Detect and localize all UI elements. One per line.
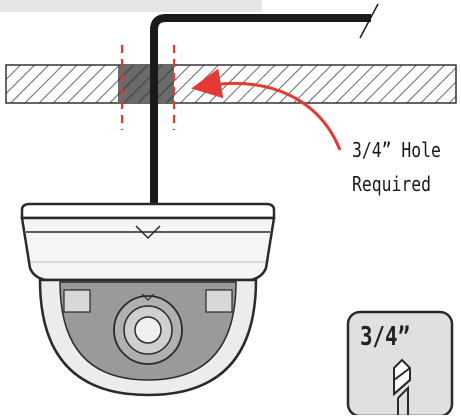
- drill-size-label: 3/4”: [360, 322, 411, 352]
- callout-arrow: [191, 68, 342, 151]
- cable-break-mark: [359, 3, 379, 39]
- cable-icon: [150, 14, 371, 240]
- hole-size-callout-line1: 3/4” Hole: [352, 138, 441, 162]
- dome-camera-icon: [20, 202, 276, 397]
- header-bar: [0, 0, 262, 12]
- drill-bit-icon: [393, 358, 411, 415]
- hole-guides: [120, 45, 176, 130]
- drilled-hole-area: [118, 65, 174, 103]
- hole-size-callout-line2: Required: [352, 172, 431, 196]
- ceiling-slab: [5, 64, 457, 104]
